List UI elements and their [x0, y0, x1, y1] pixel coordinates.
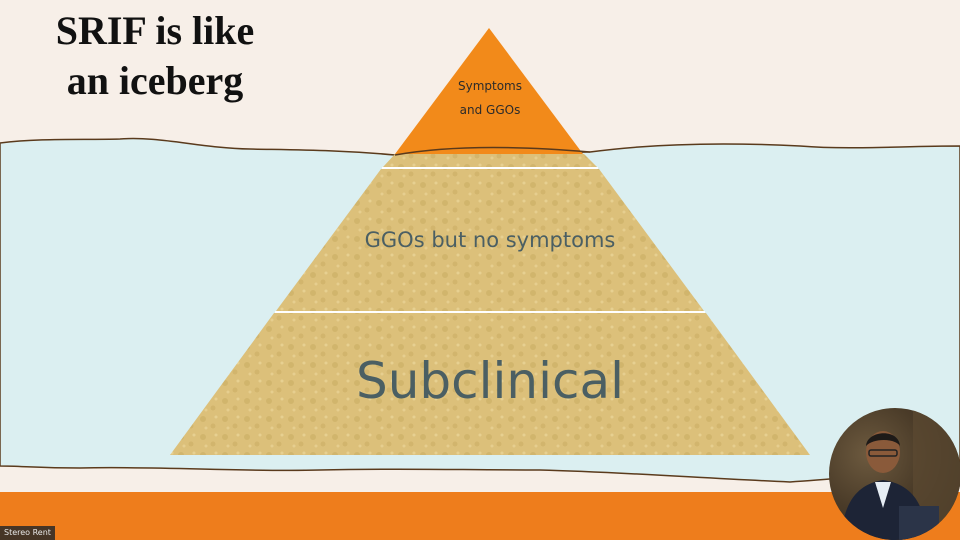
- speaker-video-bubble[interactable]: [829, 408, 960, 540]
- middle-tier-label: GGOs but no symptoms: [290, 226, 690, 254]
- slide-title-line-1: SRIF is like: [30, 6, 280, 56]
- slide-title-line-2: an iceberg: [30, 56, 280, 106]
- slide-footer-bar: [0, 492, 960, 540]
- tip-tier-label-line-1: Symptoms: [430, 74, 550, 98]
- tip-tier-label: Symptoms and GGOs: [430, 74, 550, 122]
- tip-tier-label-line-2: and GGOs: [430, 98, 550, 122]
- slide-title: SRIF is like an iceberg: [30, 6, 280, 106]
- pyramid-tip-underwater: [383, 154, 597, 167]
- participant-name-tag: Stereo Rent: [0, 526, 55, 540]
- base-tier-label: Subclinical: [280, 350, 700, 412]
- speaker-avatar-icon: [829, 408, 960, 540]
